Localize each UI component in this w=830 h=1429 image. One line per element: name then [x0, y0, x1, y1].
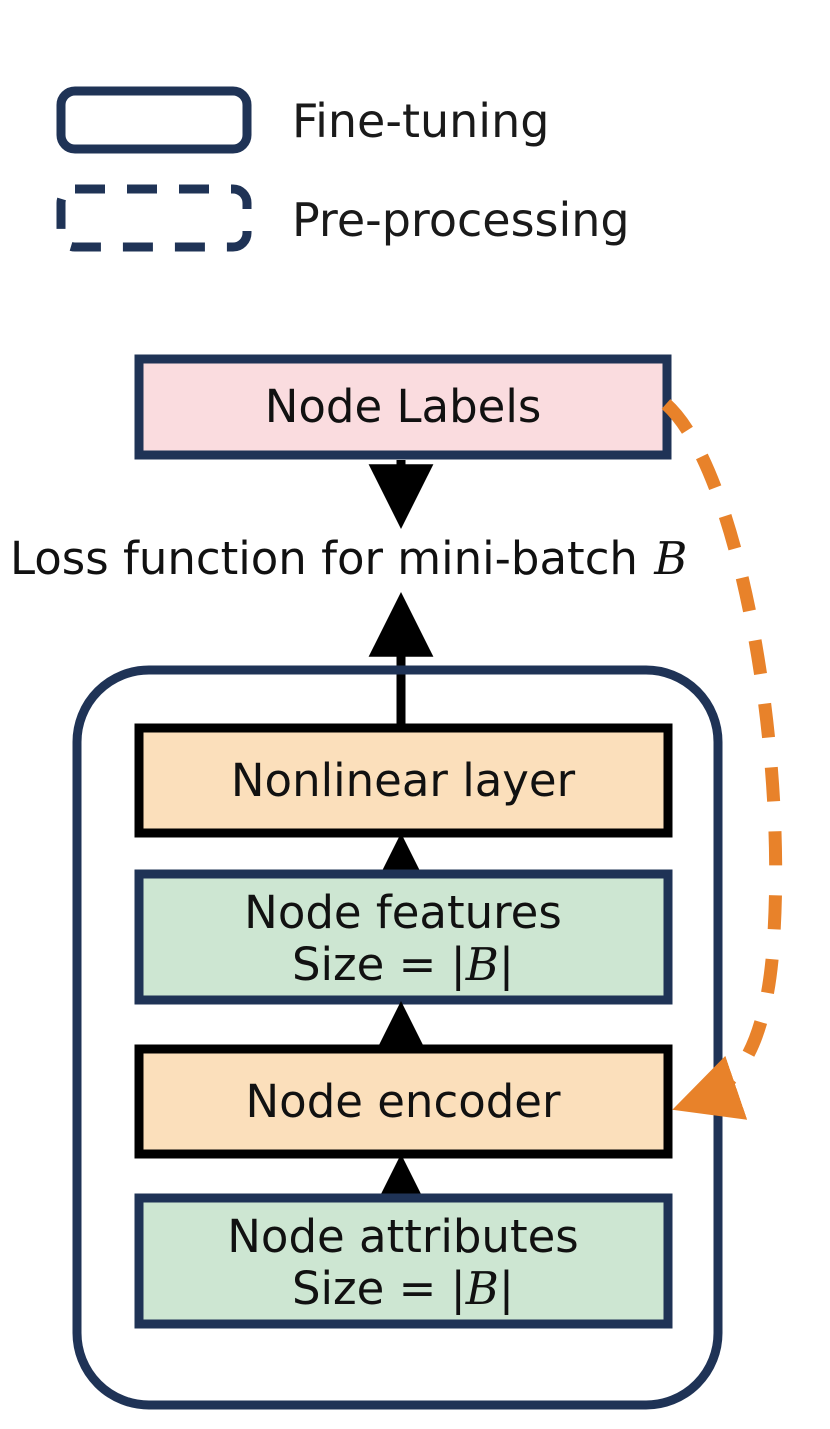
node-features-label: Node features [244, 886, 562, 939]
legend-label-pre-processing: Pre-processing [292, 193, 630, 247]
node-encoder-rect [134, 1044, 673, 1159]
legend-swatch-dashed [56, 184, 252, 252]
node-attributes-size-suffix: | [499, 1262, 514, 1315]
node-encoder-label: Node encoder [246, 1075, 561, 1128]
node-features-size-prefix: Size = | [292, 938, 466, 991]
nonlinear-layer-label: Nonlinear layer [231, 754, 576, 807]
legend-item-fine-tuning: Fine-tuning [56, 86, 549, 154]
node-labels-label: Node Labels [265, 380, 542, 433]
nonlinear-layer-box: Nonlinear layer [134, 723, 673, 838]
node-features-box: Node features Size = |B| [134, 869, 673, 1005]
node-features-size-symbol: B [465, 938, 499, 991]
node-attributes-size-symbol: B [465, 1262, 499, 1315]
nonlinear-layer-rect [134, 723, 673, 838]
node-features-size-suffix: | [499, 938, 514, 991]
node-features-rect [134, 869, 673, 1005]
node-attributes-label: Node attributes [227, 1210, 578, 1263]
node-attributes-size: Size = |B| [292, 1262, 514, 1315]
legend: Fine-tuning Pre-processing [56, 86, 630, 252]
legend-label-fine-tuning: Fine-tuning [292, 94, 549, 148]
node-attributes-rect [134, 1193, 673, 1329]
fine-tuning-container [72, 665, 723, 1410]
node-attributes-size-prefix: Size = | [292, 1262, 466, 1315]
loss-function-symbol: B [653, 532, 687, 585]
legend-swatch-solid [56, 86, 252, 154]
node-encoder-box: Node encoder [134, 1044, 673, 1159]
node-labels-rect [134, 354, 672, 460]
node-attributes-box: Node attributes Size = |B| [134, 1193, 673, 1329]
loss-function-prefix: Loss function for mini-batch [10, 532, 652, 585]
node-features-size: Size = |B| [292, 938, 514, 991]
loss-function-label: Loss function for mini-batch B [10, 532, 687, 585]
legend-item-pre-processing: Pre-processing [56, 184, 630, 252]
node-labels-box: Node Labels [134, 354, 672, 460]
edge-labels-to-encoder-dashed [661, 399, 783, 1120]
